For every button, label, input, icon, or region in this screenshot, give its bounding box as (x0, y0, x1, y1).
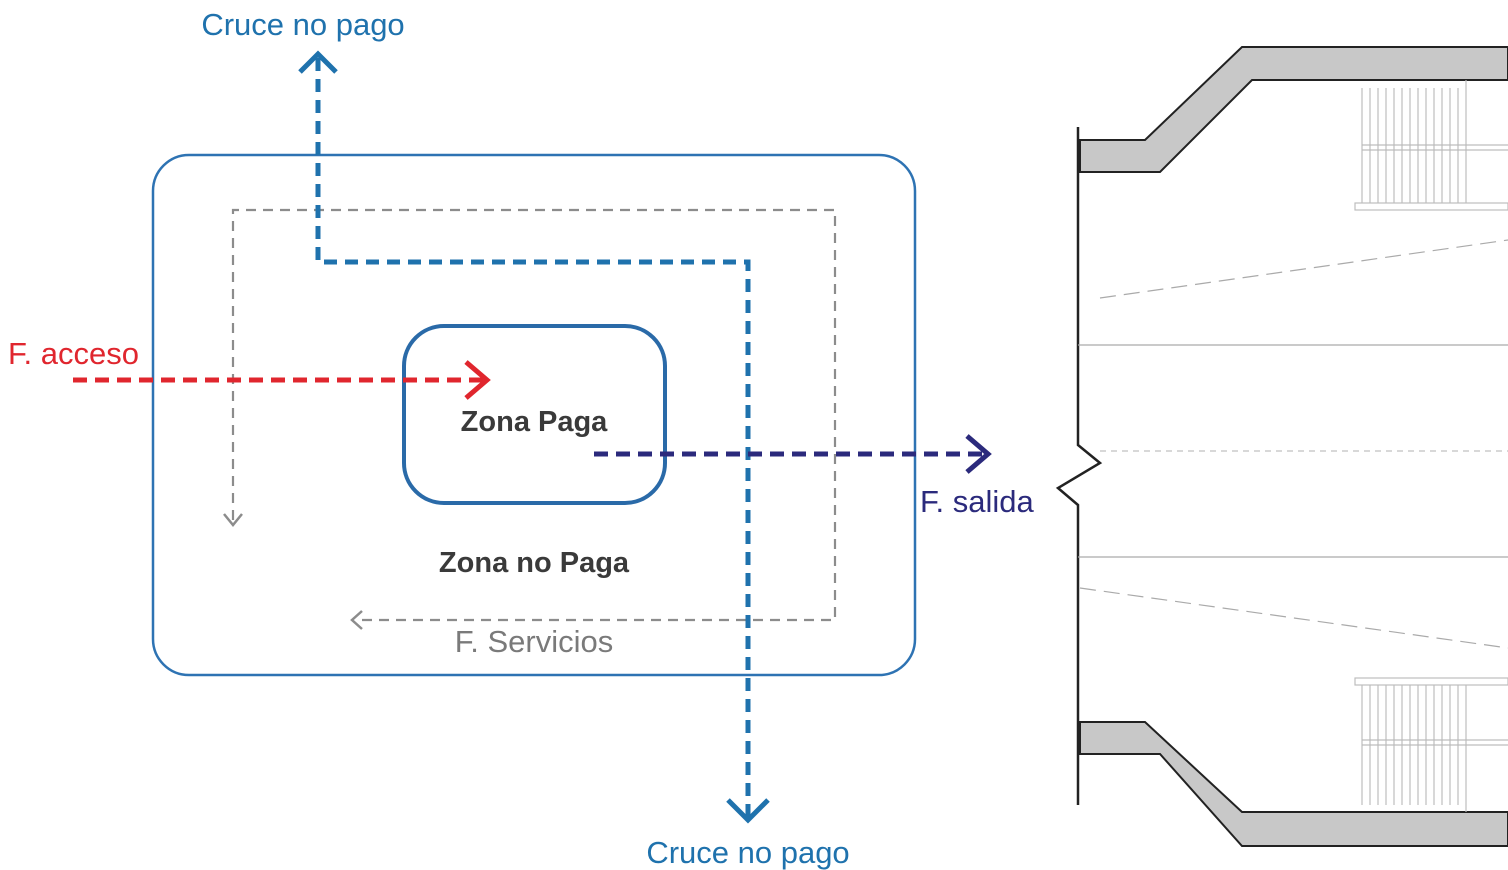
zona-no-paga-boundary (151, 153, 917, 677)
salida-label: F. salida (920, 484, 1034, 519)
acceso-arrowhead (464, 360, 491, 400)
plan-bottom-stair (1354, 677, 1508, 812)
plan-bottom-wall (1079, 721, 1508, 847)
servicios-label: F. Servicios (455, 624, 613, 659)
cruce-arrowhead-up (298, 50, 338, 74)
servicios-arrowhead-down (223, 513, 243, 527)
zona-paga-label: Zona Paga (461, 406, 609, 438)
cruce-bottom-label: Cruce no pago (646, 835, 849, 870)
cruce-flow (315, 58, 751, 818)
servicios-flow (231, 208, 837, 622)
cruce-arrowhead-down (726, 798, 770, 824)
zona-no-paga-label: Zona no Paga (439, 547, 630, 579)
acceso-label: F. acceso (8, 336, 139, 371)
cruce-top-label: Cruce no pago (201, 7, 404, 42)
salida-arrowhead (965, 434, 992, 474)
plan-top-wall (1079, 46, 1508, 173)
plan-top-stair (1354, 80, 1508, 211)
station-plan (1055, 46, 1508, 847)
plan-break-line (1055, 127, 1103, 805)
servicios-arrowhead-left (350, 610, 363, 630)
zona-paga-boundary (402, 324, 667, 505)
